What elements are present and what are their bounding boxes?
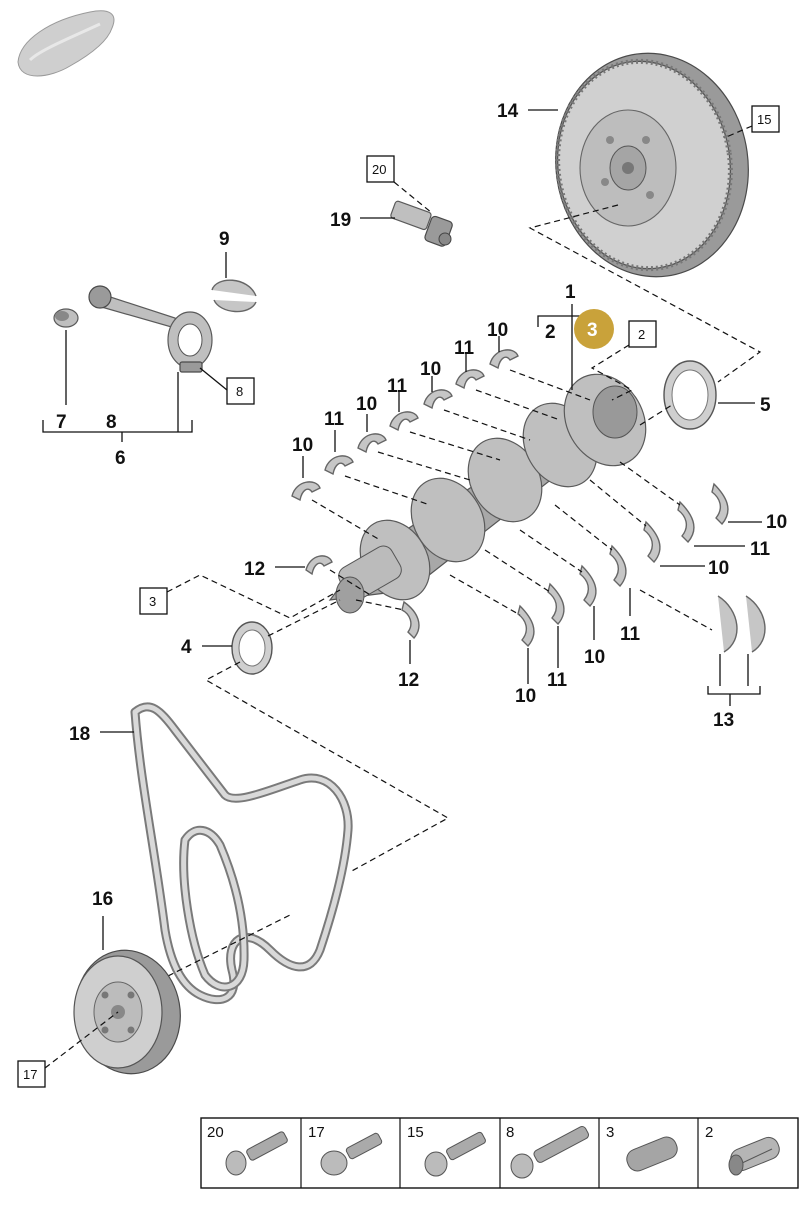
callout-11-e: 11 <box>620 624 641 645</box>
ref-box-2 <box>628 320 657 348</box>
legend-number: 17 <box>308 1124 325 1141</box>
small-end-bushing[interactable] <box>53 308 79 328</box>
callout-13: 13 <box>713 710 734 731</box>
main-bearing-shells-upper[interactable] <box>291 349 519 502</box>
legend-number: 20 <box>207 1124 224 1141</box>
twelve-point-bolt-icon <box>424 1131 486 1177</box>
split-sleeve-icon <box>728 1136 780 1176</box>
callout-5: 5 <box>760 395 771 416</box>
callout-14: 14 <box>497 101 519 122</box>
callout-10-d: 10 <box>487 320 508 341</box>
callout-11-a: 11 <box>324 409 345 430</box>
legend-number: 3 <box>606 1124 614 1141</box>
ref-label-20: 20 <box>372 162 386 177</box>
rod-bearing-shells[interactable] <box>211 279 257 313</box>
callout-11-f: 11 <box>750 539 771 560</box>
ref-box-17 <box>17 1060 46 1088</box>
ref-label-3: 3 <box>149 594 156 609</box>
callout-10-f: 10 <box>584 647 605 668</box>
legend-number: 8 <box>506 1124 514 1141</box>
highlight-label: 3 <box>587 320 598 341</box>
callout-1: 1 <box>565 282 576 303</box>
legend-cell-20[interactable]: 20 <box>207 1124 288 1176</box>
callout-2: 2 <box>545 322 556 343</box>
flywheel[interactable] <box>541 41 762 290</box>
legend-number: 15 <box>407 1124 424 1141</box>
connecting-rod[interactable] <box>88 285 213 373</box>
ref-box-3 <box>139 587 168 615</box>
front-shaft-seal[interactable] <box>231 621 273 675</box>
ref-label-8: 8 <box>236 384 243 399</box>
dowel-sleeve-icon <box>626 1136 678 1172</box>
fastener-legend: 20 17 15 8 <box>200 1117 799 1189</box>
callout-11-b: 11 <box>387 376 408 397</box>
callout-12-b: 12 <box>398 670 419 691</box>
speed-sensor[interactable] <box>390 200 453 247</box>
callout-19: 19 <box>330 210 351 231</box>
rear-shaft-seal[interactable] <box>663 360 717 430</box>
callout-18: 18 <box>69 724 90 745</box>
ref-box-15 <box>751 105 780 133</box>
legend-cell-2[interactable]: 2 <box>705 1124 782 1176</box>
legend-cell-8[interactable]: 8 <box>506 1124 590 1179</box>
legend-cell-17[interactable]: 17 <box>308 1124 383 1176</box>
ref-box-8 <box>226 377 255 405</box>
callout-11-c: 11 <box>454 338 475 359</box>
callout-10-b: 10 <box>356 394 377 415</box>
callout-10-g: 10 <box>708 558 729 579</box>
flange-bolt-icon <box>320 1132 383 1176</box>
callout-8: 8 <box>106 412 117 433</box>
highlight-marker[interactable]: 3 <box>574 309 614 349</box>
drive-belt[interactable] <box>130 702 353 1005</box>
callout-10-c: 10 <box>420 359 441 380</box>
legend-cell-15[interactable]: 15 <box>407 1124 486 1177</box>
callout-9: 9 <box>219 229 230 250</box>
vehicle-silhouette-icon <box>17 10 115 77</box>
callout-10-h: 10 <box>766 512 787 533</box>
guide-shell-upper[interactable] <box>305 555 333 576</box>
callout-7: 7 <box>56 412 67 433</box>
callout-12-a: 12 <box>244 559 265 580</box>
crankshaft[interactable] <box>328 359 662 614</box>
legend-number: 2 <box>705 1124 713 1141</box>
callout-10-a: 10 <box>292 435 313 456</box>
ref-label-2: 2 <box>638 327 645 342</box>
ref-label-17: 17 <box>23 1067 37 1082</box>
main-bearing-shells-lower[interactable] <box>517 482 729 648</box>
guide-shell-lower[interactable] <box>401 600 420 640</box>
long-twelve-point-bolt-icon <box>510 1125 589 1179</box>
legend-cell-3[interactable]: 3 <box>606 1124 680 1174</box>
hex-socket-bolt-icon <box>225 1131 288 1176</box>
ref-label-15: 15 <box>757 112 771 127</box>
ref-box-20 <box>366 155 395 183</box>
callout-11-d: 11 <box>547 670 568 691</box>
thrust-washers[interactable] <box>717 595 766 653</box>
callout-16: 16 <box>92 889 113 910</box>
callout-6: 6 <box>115 448 126 469</box>
callout-4: 4 <box>181 637 192 658</box>
callout-10-e: 10 <box>515 686 536 707</box>
